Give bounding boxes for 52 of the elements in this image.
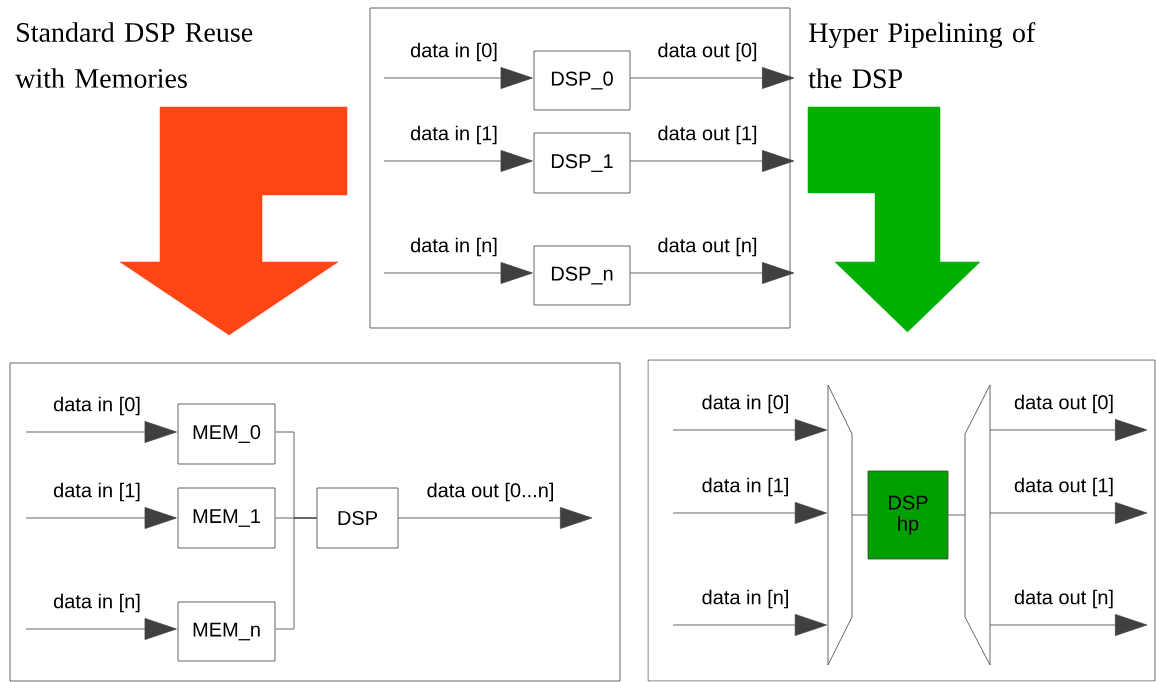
- edge-label: data out [0...n]: [427, 482, 553, 502]
- panel-frame: [369, 7, 791, 329]
- process-box: DSP_0: [533, 50, 631, 111]
- arrow: [989, 614, 1148, 636]
- edge-label: data out [1]: [658, 125, 757, 145]
- arrow: [672, 419, 827, 441]
- process-box: MEM_n: [177, 601, 276, 662]
- arrow: [25, 618, 177, 640]
- process-box: DSP_1: [533, 132, 631, 194]
- edge-label: data in [n]: [702, 589, 788, 609]
- bent-arrow: [807, 106, 981, 333]
- arrow: [630, 150, 795, 172]
- arrow: [398, 507, 593, 529]
- edge-label: data in [1]: [410, 125, 497, 145]
- connector-line: [948, 514, 966, 516]
- edge-label: data in [1]: [53, 482, 140, 502]
- arrow: [25, 421, 177, 443]
- arrow: [630, 262, 795, 284]
- edge-label: data in [1]: [702, 477, 788, 497]
- edge-label: data in [0]: [53, 396, 140, 416]
- edge-label: Hyper Pipelining of the DSP: [808, 22, 1036, 89]
- arrow: [989, 419, 1148, 441]
- multiplexer-shape: [964, 384, 991, 666]
- process-box: MEM_1: [177, 487, 276, 549]
- arrow: [989, 502, 1148, 524]
- connector-line: [275, 517, 317, 630]
- process-box: DSP hp: [867, 470, 949, 560]
- edge-label: data out [1]: [1014, 477, 1113, 497]
- edge-label: data out [0]: [658, 42, 757, 62]
- arrow: [383, 150, 533, 172]
- panel-frame: [9, 362, 621, 682]
- process-box: DSP_n: [533, 245, 631, 306]
- arrow: [672, 502, 827, 524]
- edge-label: data in [0]: [702, 394, 788, 414]
- connector-line: [851, 514, 868, 516]
- arrow: [630, 67, 795, 89]
- edge-label: data out [n]: [1014, 589, 1113, 609]
- panel-frame: [647, 359, 1156, 682]
- process-box: MEM_0: [177, 403, 276, 465]
- multiplexer-shape: [827, 384, 853, 666]
- edge-label: data in [n]: [53, 593, 140, 613]
- bent-arrow: [119, 106, 348, 336]
- arrow: [25, 507, 177, 529]
- edge-label: data in [0]: [410, 42, 497, 62]
- edge-label: data in [n]: [410, 237, 497, 257]
- edge-label: data out [0]: [1014, 394, 1113, 414]
- arrow: [383, 67, 533, 89]
- edge-label: Standard DSP Reuse with Memories: [15, 22, 253, 88]
- arrow: [383, 262, 533, 284]
- process-box: DSP: [316, 487, 399, 549]
- edge-label: data out [n]: [658, 237, 757, 257]
- arrow: [672, 614, 827, 636]
